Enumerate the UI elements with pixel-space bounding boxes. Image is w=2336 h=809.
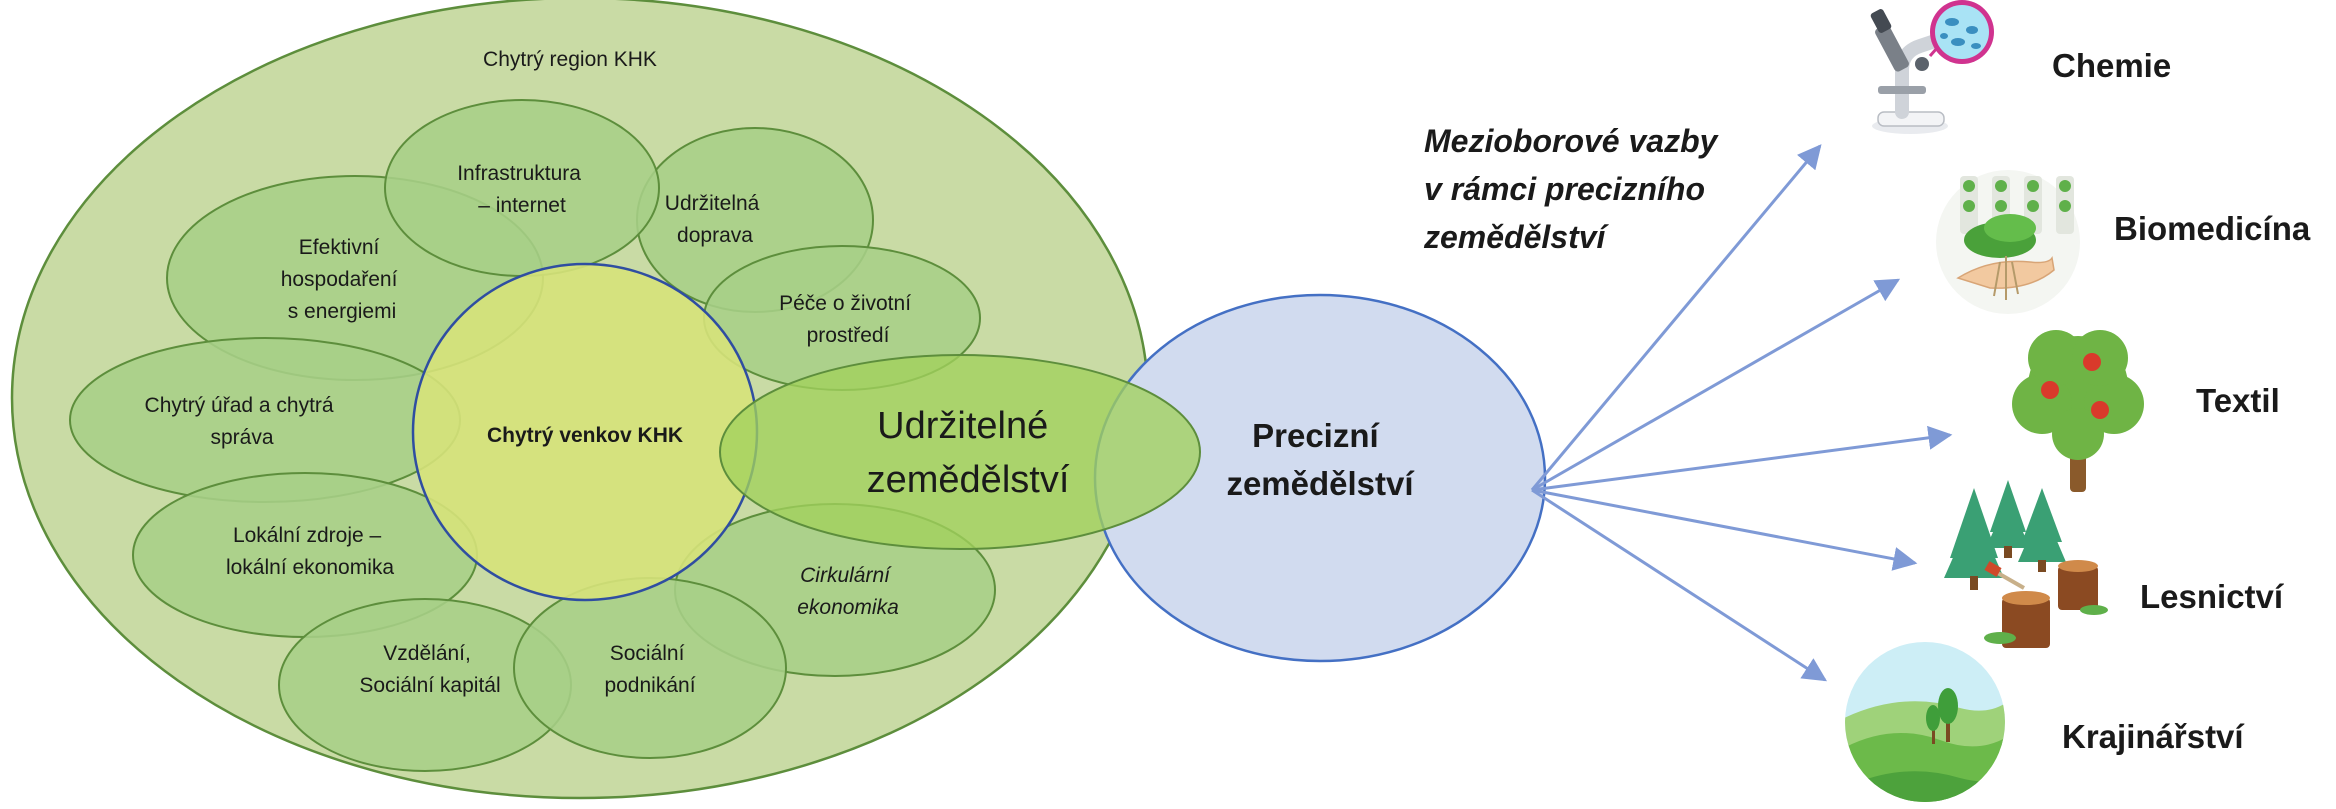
label-circular-economy: Cirkulární ekonomika	[797, 564, 899, 619]
label-biomedicine: Biomedicína	[2114, 210, 2311, 247]
label-chemistry: Chemie	[2052, 47, 2171, 84]
label-smart-office: Chytrý úřad a chytrá správa	[145, 394, 340, 449]
apple-tree-icon	[2012, 330, 2144, 492]
label-precision-agriculture: Precizní zemědělství	[1226, 417, 1415, 502]
arrow-textile	[1531, 425, 1953, 492]
label-environment: Péče o životní prostředí	[779, 292, 917, 347]
label-textile: Textil	[2196, 382, 2280, 419]
microscope-icon	[1870, 0, 1994, 134]
petal-infrastructure	[384, 99, 660, 277]
label-forestry: Lesnictví	[2140, 578, 2285, 615]
label-landscape: Krajinářství	[2062, 718, 2245, 755]
arrows	[1530, 144, 1953, 682]
arrow-forestry	[1531, 488, 1918, 571]
label-smart-countryside: Chytrý venkov KHK	[487, 424, 683, 447]
label-sustainable-transport: Udržitelná doprava	[665, 192, 765, 247]
smart-region-title: Chytrý region KHK	[483, 48, 657, 71]
label-sustainable-agriculture: Udržitelné zemědělství	[867, 405, 1070, 501]
label-local-resources: Lokální zdroje – lokální ekonomika	[226, 524, 394, 579]
label-energy: Efektivní hospodaření s energiemi	[281, 236, 404, 323]
arrow-chemistry	[1530, 144, 1822, 491]
landscape-icon	[1845, 642, 2005, 802]
plant-in-hand-icon	[1936, 170, 2080, 314]
petal-social-business	[513, 577, 787, 759]
label-social-business: Sociální podnikání	[604, 642, 695, 697]
label-infrastructure: Infrastruktura – internet	[457, 162, 587, 217]
arrow-biomedicine	[1531, 278, 1901, 492]
label-education: Vzdělání, Sociální kapitál	[359, 642, 500, 697]
interdisciplinary-heading: Mezioborové vazby v rámci precizního zem…	[1423, 123, 1726, 255]
arrow-landscape	[1531, 488, 1828, 682]
petal-sustainable-agriculture	[719, 354, 1201, 550]
forest-stumps-icon	[1944, 480, 2108, 648]
